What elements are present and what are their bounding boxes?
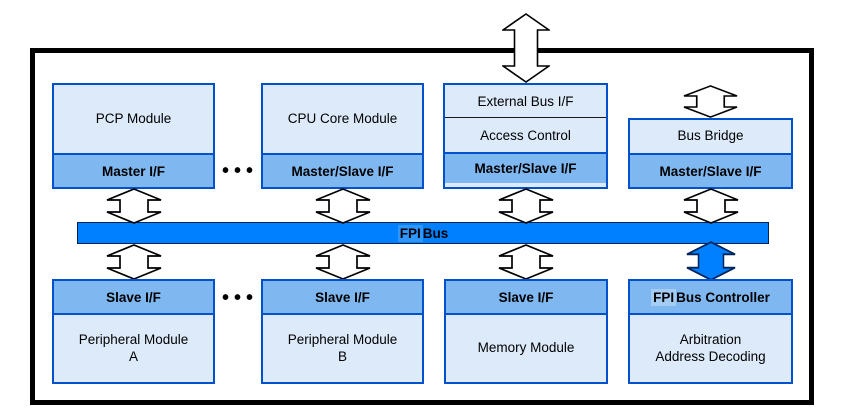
bridge-interface-band: Master/Slave I/F	[630, 153, 791, 187]
memory-slave-band: Slave I/F	[446, 281, 606, 315]
controller-label-highlight: FPI	[651, 288, 677, 306]
ellipsis-top: •••	[221, 160, 258, 182]
ebu-to-bus-arrow-icon	[498, 188, 554, 224]
cpu-interface-band: Master/Slave I/F	[263, 153, 422, 187]
pcp-module-box: PCP Module Master I/F	[52, 83, 215, 189]
pcp-master-interface-band: Master I/F	[54, 153, 213, 187]
bus-bridge-title: Bus Bridge	[630, 120, 791, 153]
bus-bridge-arrow-icon	[683, 85, 738, 118]
fpi-bus-label-highlight: FPI	[397, 224, 423, 242]
cpu-core-module-title: CPU Core Module	[263, 85, 422, 153]
external-bus-if-section: External Bus I/F	[445, 85, 606, 118]
fpi-bus-controller-box: FPI Bus Controller Arbitration Address D…	[628, 279, 793, 384]
pcp-module-title: PCP Module	[54, 85, 213, 153]
peripheral-module-b-title: Peripheral Module B	[263, 315, 422, 382]
external-bus-arrow-icon	[502, 13, 550, 83]
arbitration-title: Arbitration Address Decoding	[630, 315, 791, 382]
bus-to-peripheral-b-arrow-icon	[315, 244, 371, 280]
fpi-bus-controller-band: FPI Bus Controller	[630, 281, 791, 315]
fpi-bus-label: Bus	[422, 225, 449, 241]
peripheral-a-slave-band: Slave I/F	[54, 281, 213, 315]
cpu-to-bus-arrow-icon	[315, 188, 371, 224]
bus-bridge-box: Bus Bridge Master/Slave I/F	[628, 118, 793, 189]
memory-module-title: Memory Module	[446, 315, 606, 382]
memory-module-box: Slave I/F Memory Module	[444, 279, 608, 384]
controller-label: Bus Controller	[676, 289, 770, 305]
bus-to-controller-arrow-icon	[686, 241, 736, 281]
access-control-section: Access Control	[445, 118, 606, 152]
peripheral-module-a-title: Peripheral Module A	[54, 315, 213, 382]
external-bus-module-box: External Bus I/F Access Control Master/S…	[443, 83, 608, 189]
peripheral-module-b-box: Slave I/F Peripheral Module B	[261, 279, 424, 384]
peripheral-module-a-box: Slave I/F Peripheral Module A	[52, 279, 215, 384]
diagram-frame	[30, 48, 814, 405]
pcp-to-bus-arrow-icon	[106, 188, 162, 224]
peripheral-b-slave-band: Slave I/F	[263, 281, 422, 315]
ellipsis-bottom: •••	[221, 287, 258, 309]
ebu-interface-band: Master/Slave I/F	[445, 152, 606, 183]
fpi-bus-bar: FPI Bus	[77, 222, 769, 244]
bus-to-peripheral-a-arrow-icon	[106, 244, 162, 280]
bus-to-memory-arrow-icon	[498, 244, 554, 280]
cpu-core-module-box: CPU Core Module Master/Slave I/F	[261, 83, 424, 189]
bridge-to-bus-arrow-icon	[683, 188, 739, 224]
